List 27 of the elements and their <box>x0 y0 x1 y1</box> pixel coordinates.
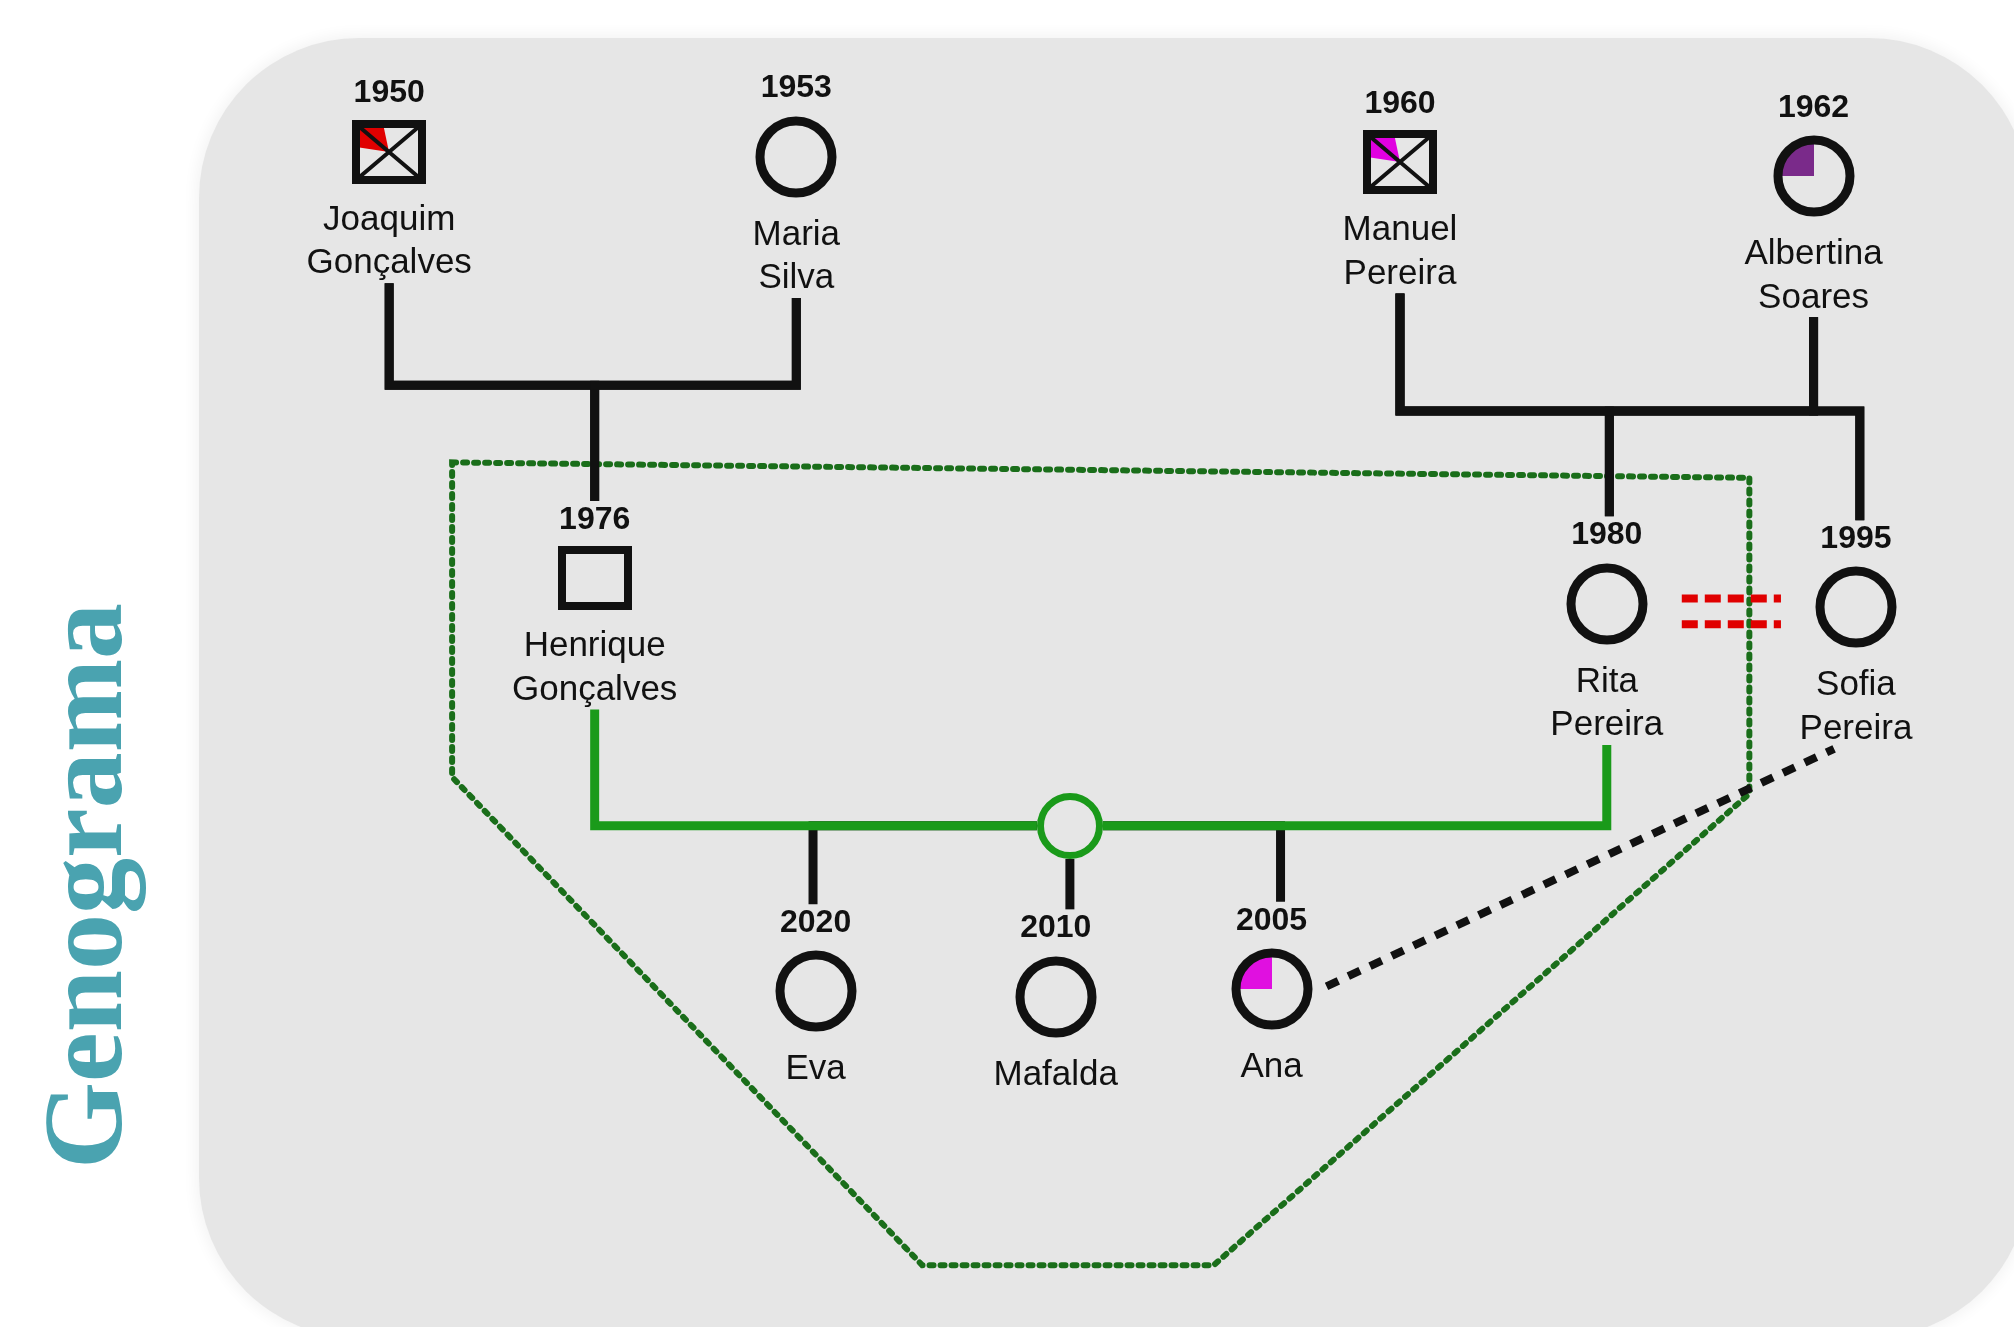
dashed-relation-line <box>1324 745 1836 991</box>
birth-year: 2020 <box>780 904 852 940</box>
family-line <box>590 298 801 501</box>
birth-year: 1980 <box>1571 516 1643 552</box>
person-name: Mafalda <box>993 1051 1119 1094</box>
person-name: Eva <box>785 1046 846 1089</box>
person-name: Rita Pereira <box>1549 658 1665 745</box>
person-name: Maria Silva <box>751 211 842 298</box>
family-line <box>590 709 1037 831</box>
person-name: Sofia Pereira <box>1798 662 1914 749</box>
birth-year: 1962 <box>1777 88 1850 124</box>
family-line <box>1102 745 1612 831</box>
family-line <box>1065 858 1075 910</box>
birth-year: 2010 <box>1020 909 1092 945</box>
birth-year: 1960 <box>1364 84 1436 120</box>
person-name: Joaquim Gonçalves <box>305 196 473 283</box>
person-name: Henrique Gonçalves <box>511 623 679 709</box>
person-name: Manuel Pereira <box>1341 206 1459 293</box>
birth-year: 1995 <box>1820 520 1892 556</box>
birth-year: 1950 <box>353 74 425 110</box>
birth-year: 1953 <box>760 69 832 105</box>
title: Genograma <box>19 602 147 1170</box>
family-line <box>1809 317 1865 521</box>
person-name: Albertina Soares <box>1743 230 1884 317</box>
person-name: Ana <box>1240 1043 1303 1086</box>
birth-year: 1976 <box>559 500 631 537</box>
birth-year: 2005 <box>1235 901 1308 937</box>
